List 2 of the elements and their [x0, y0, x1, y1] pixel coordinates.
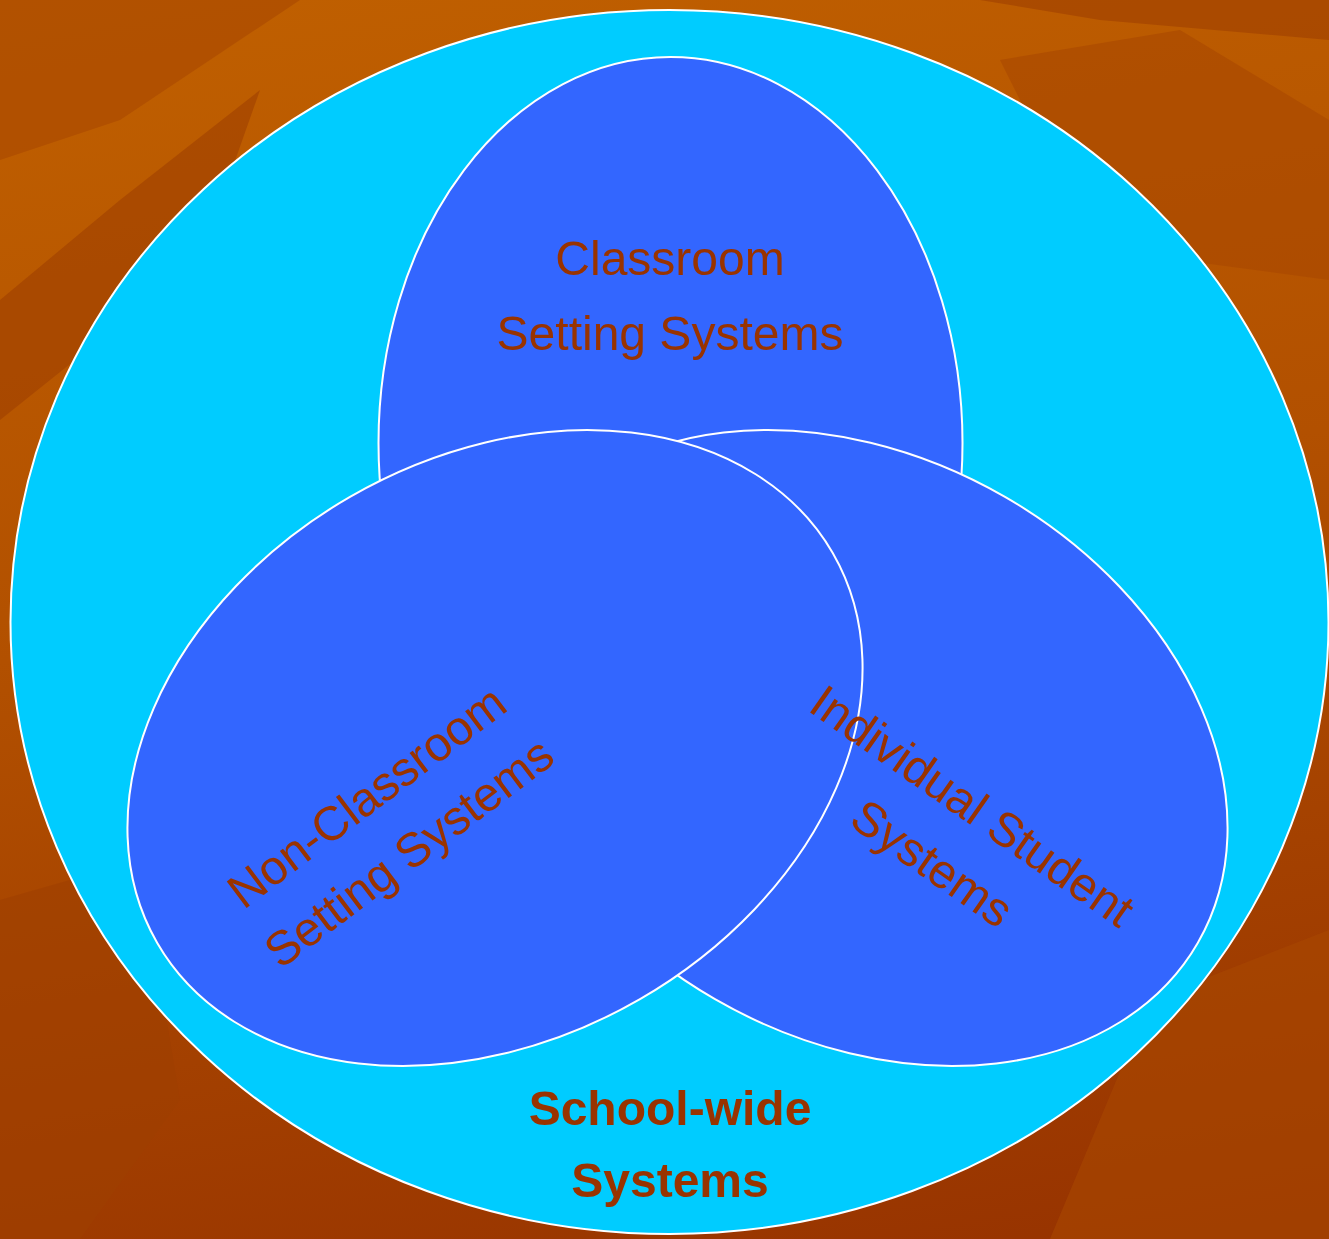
venn-label: School-wide Systems	[527, 1081, 813, 1209]
venn-label: Classroom Setting Systems	[495, 231, 845, 362]
